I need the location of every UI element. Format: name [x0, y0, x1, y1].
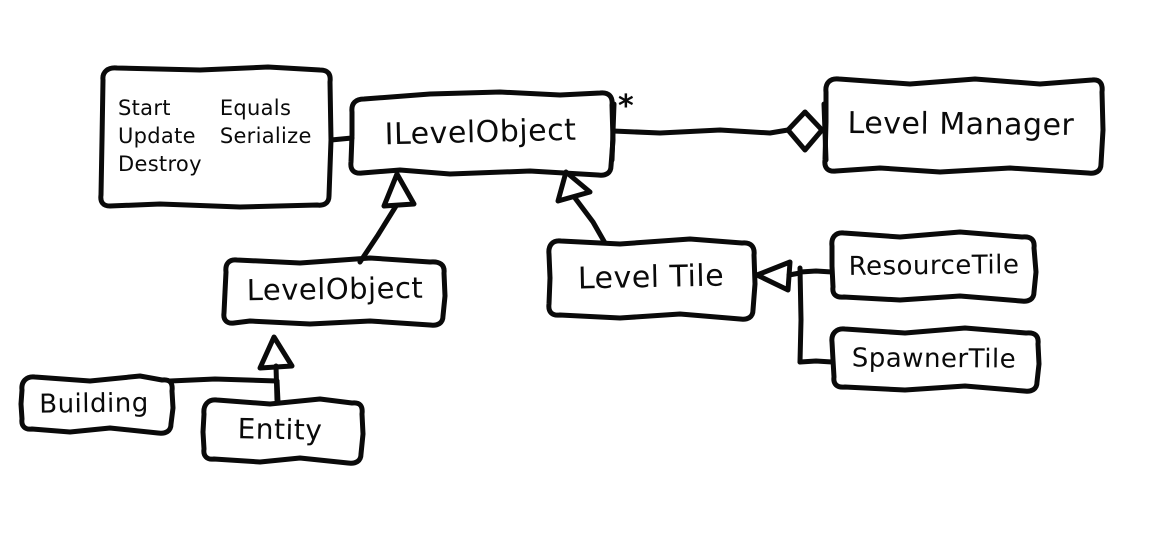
generalization-connector-building-entity-levelobject	[167, 334, 295, 405]
levelobject-box-shape	[221, 255, 448, 328]
ilevelobject-box-shape	[348, 89, 616, 178]
aggregation-connector-ilevelobject-levelmanager	[609, 101, 829, 163]
levelmanager-box-shape	[822, 76, 1106, 176]
realization-connector-leveltile-ilevelobject	[555, 169, 608, 246]
note-cell-destroy: Destroy	[118, 152, 202, 176]
generalization-connector-tiles-leveltile	[754, 259, 835, 365]
interface-members-note: Start Equals Update Serialize Destroy	[118, 80, 328, 192]
note-anchor-connector	[328, 135, 355, 143]
note-cell-serialize: Serialize	[219, 124, 312, 148]
realization-connector-levelobject-ilevelobject	[357, 171, 417, 265]
entity-box-shape	[200, 396, 366, 466]
note-cell-empty	[220, 152, 312, 176]
note-cell-equals: Equals	[219, 96, 292, 120]
note-cell-start: Start	[118, 96, 171, 120]
building-box-shape	[18, 373, 176, 436]
multiplicity-star: *	[618, 89, 634, 124]
spawnertile-box-shape	[829, 325, 1042, 394]
note-cell-update: Update	[118, 124, 196, 148]
note-box-shape	[98, 64, 334, 210]
leveltile-box-shape	[546, 236, 758, 322]
resourcetile-box-shape	[829, 229, 1039, 304]
